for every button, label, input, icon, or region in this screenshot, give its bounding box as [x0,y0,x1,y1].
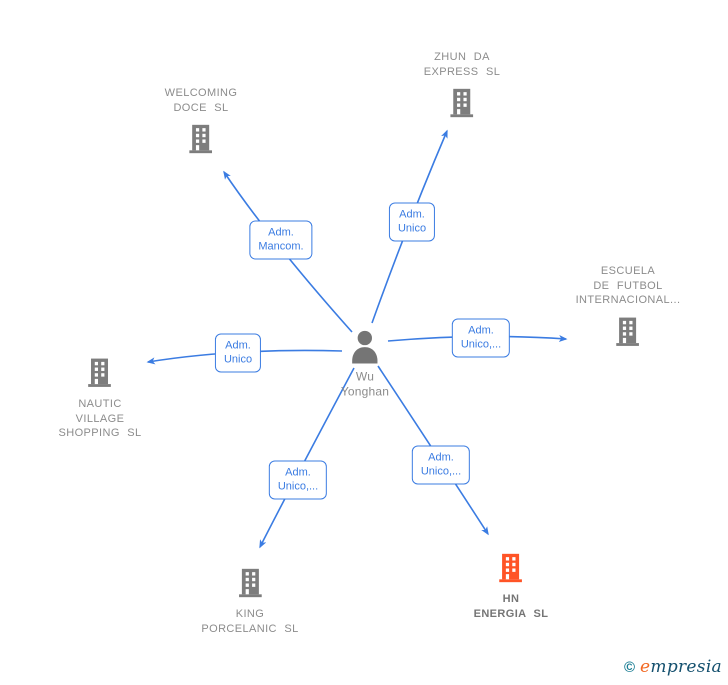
label-line: DOCE SL [173,101,229,114]
company-node-nautic-village-shopping[interactable]: NAUTIC VILLAGE SHOPPING SL [59,356,142,441]
company-label: ZHUN DA EXPRESS SL [424,50,500,79]
building-icon [184,122,218,156]
label-line: PORCELANIC SL [201,622,299,635]
edge-label-line: Adm. [399,208,425,221]
edge-label-line: Unico [397,222,427,235]
edge-label-line: Unico [223,353,253,366]
company-label: ESCUELA DE FUTBOL INTERNACIONAL... [576,264,681,308]
company-node-welcoming-doce[interactable]: WELCOMING DOCE SL [165,86,238,156]
company-node-escuela-de-futbol[interactable]: ESCUELA DE FUTBOL INTERNACIONAL... [576,264,681,349]
edge-label-line: Mancom. [258,240,304,253]
edge-label-adm-unico-right[interactable]: Adm. Unico,... [451,318,511,358]
company-label: NAUTIC VILLAGE SHOPPING SL [59,397,142,441]
edge-label-line: Adm. [428,451,454,464]
person-node-wu-yonghan[interactable]: Wu Yonghan [341,329,389,400]
label-line: Yonghan [340,384,390,399]
company-label: HN ENERGIA SL [474,592,549,621]
edge-label-adm-mancom[interactable]: Adm. Mancom. [249,220,313,260]
edge-label-line: Adm. [468,324,494,337]
building-icon [83,356,117,390]
building-icon [233,566,267,600]
person-label: Wu Yonghan [341,370,389,400]
edge-label-line: Adm. [285,466,311,479]
edge-label-adm-unico-top[interactable]: Adm. Unico [388,202,436,242]
edge-label-adm-unico-bottom-right[interactable]: Adm. Unico,... [411,445,471,485]
building-icon-highlighted [494,551,528,585]
company-node-king-porcelanic[interactable]: KING PORCELANIC SL [201,566,298,636]
label-line: SHOPPING SL [58,426,142,439]
label-line: ZHUN DA [434,51,490,63]
edge-label-adm-unico-bottom-left[interactable]: Adm. Unico,... [268,460,328,500]
label-line: WELCOMING [164,87,238,99]
person-icon [348,329,382,365]
label-line: ESCUELA [600,264,656,277]
company-label: KING PORCELANIC SL [201,607,298,636]
company-label: WELCOMING DOCE SL [165,86,238,115]
building-icon [445,86,479,120]
label-line: VILLAGE [75,412,125,425]
company-node-hn-energia[interactable]: HN ENERGIA SL [474,551,549,621]
label-line: HN [502,593,520,605]
label-line: Wu [355,369,375,384]
label-line: ENERGIA SL [473,607,549,620]
copyright-icon: © [623,658,636,676]
label-line: DE FUTBOL [593,279,663,292]
edge-label-line: Unico,... [277,480,319,493]
edge-label-line: Unico,... [420,465,462,478]
brand-rest: mpresia [650,657,722,677]
label-line: KING [235,608,265,620]
label-line: INTERNACIONAL... [575,293,681,306]
empresia-logo[interactable]: © empresia [624,657,722,677]
edge-label-line: Adm. [225,339,251,352]
company-node-zhun-da-express[interactable]: ZHUN DA EXPRESS SL [424,50,500,120]
label-line: EXPRESS SL [423,65,501,78]
brand-wordmark: empresia [640,657,722,677]
edge-label-line: Adm. [268,226,294,239]
building-icon [611,314,645,348]
edge-label-adm-unico-left[interactable]: Adm. Unico [214,333,262,373]
label-line: NAUTIC [78,397,122,410]
edge-label-line: Unico,... [460,338,502,351]
brand-first-letter: e [640,657,651,677]
